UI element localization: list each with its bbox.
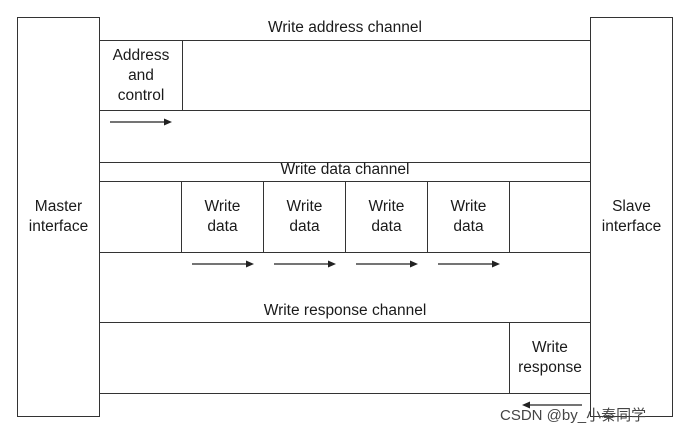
response-arrow-icon — [522, 400, 582, 410]
data-arrow-icon-1 — [192, 259, 254, 269]
write-data-cell-2: Write data — [263, 181, 346, 253]
address-channel-bottom-line — [99, 162, 591, 163]
slave-interface-label: Slave interface — [601, 198, 662, 235]
write-data-label-1: Write data — [204, 198, 241, 235]
write-response-cell: Write response — [509, 322, 591, 394]
data-arrow-icon-4 — [438, 259, 500, 269]
write-data-cell-3: Write data — [345, 181, 428, 253]
data-arrow-icon-3 — [356, 259, 418, 269]
write-data-label-2: Write data — [286, 198, 323, 235]
write-data-label-3: Write data — [368, 198, 405, 235]
write-response-label: Write response — [518, 339, 582, 376]
slave-interface-box: Slave interface — [590, 17, 673, 417]
watermark: CSDN @by_小秦同学 — [500, 407, 647, 424]
write-response-channel-title: Write response channel — [263, 302, 427, 319]
master-interface-box: Master interface — [17, 17, 100, 417]
address-arrow-icon — [110, 117, 172, 127]
master-interface-label: Master interface — [28, 198, 89, 235]
write-data-cell-1: Write data — [181, 181, 264, 253]
write-data-channel-title: Write data channel — [280, 161, 410, 178]
address-control-cell: Address and control — [99, 40, 183, 111]
write-data-cell-4: Write data — [427, 181, 510, 253]
write-address-channel-title: Write address channel — [268, 19, 422, 36]
write-data-label-4: Write data — [450, 198, 487, 235]
data-arrow-icon-2 — [274, 259, 336, 269]
address-control-label: Address and control — [112, 46, 170, 104]
